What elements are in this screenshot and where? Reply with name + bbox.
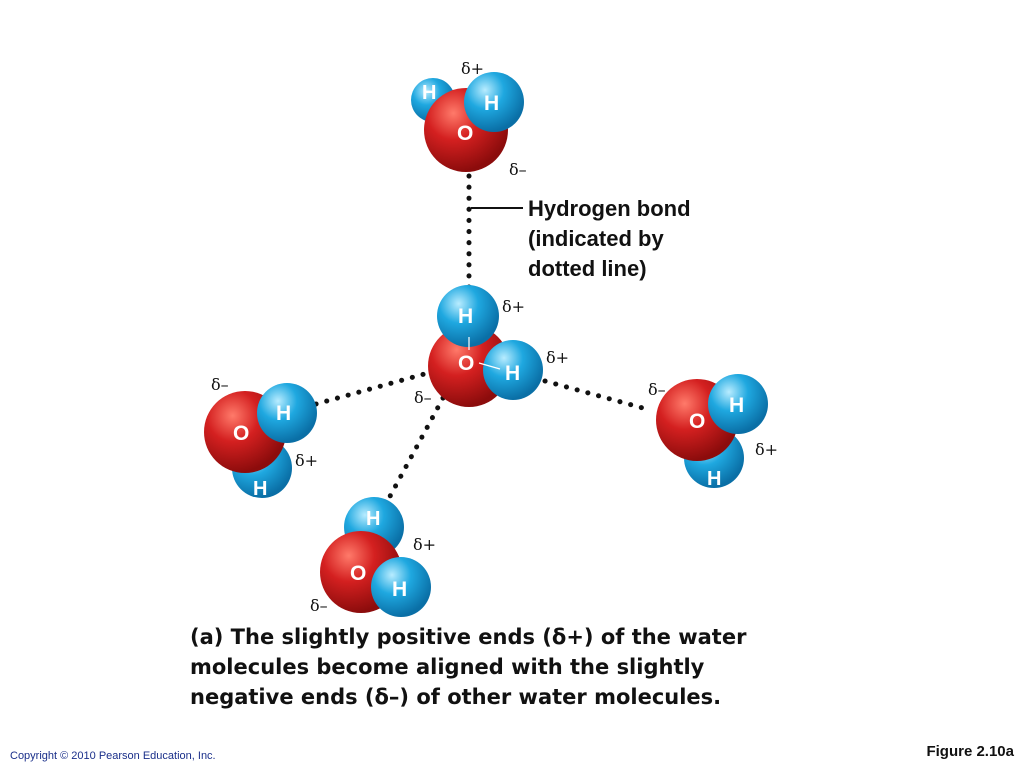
annotation-line-3: dotted line) [528,256,647,281]
oxygen-label: O [689,410,705,433]
caption-line-3: negative ends (δ–) of other water molecu… [190,685,722,709]
delta-plus-label: δ+ [295,451,318,470]
hydrogen-atom [483,340,543,400]
hydrogen-label: H [422,82,436,104]
delta-minus-label: δ– [509,160,527,179]
hydrogen-label: H [458,305,473,328]
caption-line-2: molecules become aligned with the slight… [190,655,705,679]
hydrogen-atom [464,72,524,132]
hydrogen-label: H [392,578,407,601]
oxygen-label: O [458,352,474,375]
oxygen-label: O [233,422,249,445]
hydrogen-atom [257,383,317,443]
hydrogen-atom [437,285,499,347]
delta-plus-label: δ+ [502,297,525,316]
figure-number: Figure 2.10a [926,743,1014,760]
delta-plus-label: δ+ [461,59,484,78]
copyright-notice: Copyright © 2010 Pearson Education, Inc. [10,750,216,762]
hydrogen-label: H [707,468,721,490]
hydrogen-label: H [366,508,380,530]
hydrogen-bonds [313,173,653,503]
hydrogen-atom [708,374,768,434]
hydrogen-label: H [484,92,499,115]
water-molecule-left: H O H [204,383,317,500]
hydrogen-bond-left [313,370,431,407]
delta-plus-label: δ+ [546,348,569,367]
water-molecule-bottom: H O H [320,497,431,617]
delta-plus-label: δ+ [413,535,436,554]
hydrogen-bond-right [542,378,653,413]
hydrogen-label: H [505,362,520,385]
hydrogen-bond-annotation: Hydrogen bond (indicated by dotted line) [528,196,691,281]
water-molecule-top: H H O [411,72,524,172]
water-molecule-center: H O H [428,285,543,407]
delta-plus-label: δ+ [755,440,778,459]
partial-charges: δ+ δ– δ+ δ+ δ– δ– δ+ δ– δ+ δ+ δ– [211,59,778,615]
covalent-bond [478,362,501,370]
water-molecule-right: H O H [656,374,768,490]
delta-minus-label: δ– [211,375,229,394]
caption-line-1: (a) The slightly positive ends (δ+) of t… [190,625,747,649]
hydrogen-label: H [729,394,744,417]
oxygen-label: O [350,562,366,585]
hydrogen-label: H [276,402,291,425]
annotation-line-1: Hydrogen bond [528,196,691,221]
oxygen-label: O [457,122,473,145]
delta-minus-label: δ– [648,380,666,399]
figure-caption: (a) The slightly positive ends (δ+) of t… [190,622,890,712]
delta-minus-label: δ– [414,388,432,407]
hydrogen-bond-bottom [385,395,446,503]
hydrogen-atom [371,557,431,617]
annotation-line-2: (indicated by [528,226,664,251]
hydrogen-label: H [253,478,267,500]
delta-minus-label: δ– [310,596,328,615]
